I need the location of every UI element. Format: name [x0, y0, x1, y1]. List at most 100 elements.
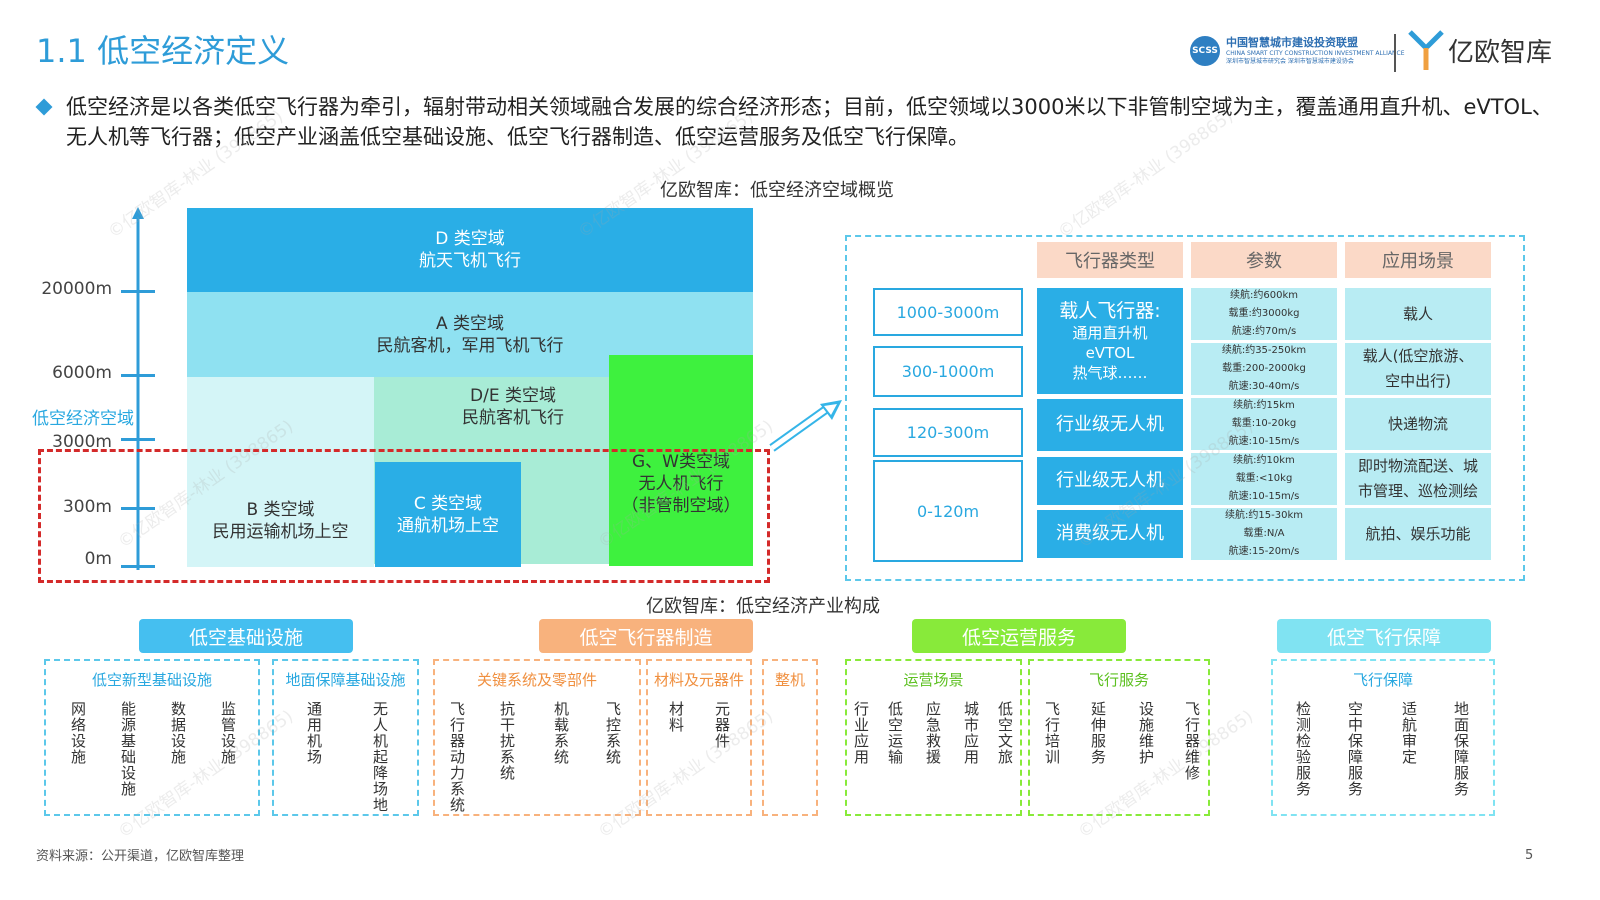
param-speed: 航速:30-40m/s — [1228, 381, 1300, 392]
yiou-logo: 亿欧智库 — [1408, 28, 1552, 72]
logo-divider — [1394, 34, 1396, 72]
param-payload: 载重:200-2000kg — [1222, 363, 1306, 374]
airspace-de-title: D/E 类空域 — [470, 386, 556, 406]
group-item: 飞行器动力系统 — [448, 701, 466, 813]
airspace-gw-title: G、W类空域 — [632, 452, 730, 472]
group-label: 运营场景 — [903, 671, 964, 689]
params-cell: 续航:约10km 载重:<10kg 航速:10-15m/s — [1191, 453, 1337, 505]
axis-tick — [121, 290, 155, 293]
aircraft-type-cell: 消费级无人机 — [1037, 510, 1183, 558]
yiou-logo-text: 亿欧智库 — [1448, 37, 1553, 68]
group-flight-services: 飞行服务 飞行培训 延伸服务 设施维护 飞行器维修 — [1028, 659, 1210, 816]
crewed-aircraft-cell: 载人飞行器: 通用直升机 eVTOL 热气球…… — [1037, 288, 1183, 394]
group-item: 飞控系统 — [604, 701, 622, 765]
scss-logo-en: CHINA SMART CITY CONSTRUCTION INVESTMENT… — [1226, 50, 1405, 57]
airspace-a: A 类空域 民航客机，军用飞机飞行 — [187, 292, 753, 377]
scenario-text: 即时物流配送、城 — [1357, 457, 1478, 475]
scenario-cell: 即时物流配送、城 市管理、巡检测绘 — [1345, 453, 1491, 505]
aircraft-type-cell: 行业级无人机 — [1037, 399, 1183, 451]
scenario-cell: 航拍、娱乐功能 — [1345, 508, 1491, 560]
airspace-gw-note: （非管制空域） — [621, 496, 741, 516]
source-note: 资料来源：公开渠道，亿欧智库整理 — [36, 849, 245, 864]
group-label: 关键系统及零部件 — [476, 671, 597, 689]
group-ground-infrastructure: 地面保障基础设施 通用机场 无人机起降场地 — [272, 659, 419, 816]
summary-text: 低空经济是以各类低空飞行器为牵引，辐射带动相关领域融合发展的综合经济形态；目前，… — [66, 95, 1553, 149]
axis-tick — [121, 507, 155, 510]
param-range: 续航:约10km — [1233, 455, 1295, 466]
crewed-aircraft-item: 热气球…… — [1072, 364, 1148, 382]
param-speed: 航速:10-15m/s — [1228, 436, 1300, 447]
airspace-a-title: A 类空域 — [435, 313, 505, 334]
scenario-cell: 载人 — [1345, 288, 1491, 340]
airspace-subtitle: 亿欧智库：低空经济空域概览 — [660, 180, 894, 201]
axis-tick — [121, 438, 155, 441]
axis-label-0m: 0m — [84, 549, 112, 569]
axis-tick — [121, 565, 155, 568]
param-payload: 载重:<10kg — [1235, 473, 1293, 484]
group-item: 低空运输 — [886, 701, 904, 765]
scenario-cell: 载人(低空旅游、 空中出行) — [1345, 343, 1491, 395]
param-range: 续航:约600km — [1230, 290, 1298, 301]
aircraft-type-cell: 行业级无人机 — [1037, 457, 1183, 505]
airspace-d-desc: 航天飞机飞行 — [419, 251, 521, 271]
bullet-diamond-icon — [35, 98, 53, 116]
group-item: 飞行培训 — [1043, 701, 1061, 765]
airspace-d: D 类空域 航天飞机飞行 — [187, 208, 753, 292]
scenario-cell: 快递物流 — [1345, 398, 1491, 450]
low-altitude-axis-label: 低空经济空域 — [32, 409, 134, 429]
group-item: 设施维护 — [1137, 701, 1155, 765]
group-item: 飞行器维修 — [1183, 701, 1201, 781]
category-guarantee: 低空飞行保障 — [1277, 619, 1491, 653]
airspace-b: B 类空域 民用运输机场上空 — [187, 492, 374, 550]
airspace-b-desc: 民用运输机场上空 — [212, 522, 349, 542]
altitude-band: 120-300m — [873, 408, 1023, 457]
params-cell: 续航:约35-250km 载重:200-2000kg 航速:30-40m/s — [1191, 343, 1337, 395]
airspace-b-title: B 类空域 — [246, 500, 315, 520]
param-speed: 航速:10-15m/s — [1228, 491, 1300, 502]
crewed-aircraft-item: 通用直升机 — [1072, 324, 1148, 342]
airspace-de-desc: 民航客机飞行 — [462, 408, 564, 428]
group-item: 适航审定 — [1400, 701, 1418, 765]
group-label: 材料及元器件 — [653, 671, 744, 689]
param-payload: 载重:N/A — [1243, 528, 1285, 539]
group-materials: 材料及元器件 材料 元器件 — [646, 659, 752, 816]
param-range: 续航:约15-30km — [1225, 510, 1303, 521]
altitude-band: 1000-3000m — [873, 288, 1023, 336]
param-speed: 航速:约70m/s — [1231, 326, 1297, 337]
scenario-text: 航拍、娱乐功能 — [1365, 524, 1471, 543]
params-cell: 续航:约15km 载重:10-20kg 航速:10-15m/s — [1191, 398, 1337, 450]
crewed-aircraft-item: eVTOL — [1085, 344, 1135, 362]
expand-arrow-icon — [769, 400, 842, 452]
low-altitude-highlight-box — [38, 449, 770, 583]
param-payload: 载重:约3000kg — [1228, 308, 1300, 319]
group-item: 机载系统 — [552, 701, 570, 765]
group-operation-scenarios: 运营场景 行业应用 低空运输 应急救援 城市应用 低空文旅 — [845, 659, 1022, 816]
group-item: 检测检验服务 — [1294, 701, 1312, 797]
group-item: 材料 — [667, 701, 685, 733]
axis-tick — [121, 374, 155, 377]
page-number: 5 — [1525, 848, 1534, 863]
group-complete-aircraft: 整机 — [762, 659, 818, 816]
param-range: 续航:约35-250km — [1221, 345, 1307, 356]
scss-logo: SCSS 中国智慧城市建设投资联盟 CHINA SMART CITY CONST… — [1190, 36, 1405, 66]
altitude-band: 300-1000m — [873, 346, 1023, 397]
param-payload: 载重:10-20kg — [1231, 418, 1297, 429]
axis-label-20000m: 20000m — [41, 279, 112, 299]
airspace-b-upper — [187, 377, 374, 567]
group-item: 监管设施 — [219, 701, 237, 765]
header-params: 参数 — [1191, 242, 1337, 278]
params-cell: 续航:约15-30km 载重:N/A 航速:15-20m/s — [1191, 508, 1337, 560]
scenario-text: 载人 — [1402, 304, 1433, 323]
scenario-text: 市管理、巡检测绘 — [1357, 482, 1478, 500]
scss-logo-icon: SCSS — [1190, 36, 1220, 66]
param-speed: 航速:15-20m/s — [1228, 546, 1300, 557]
airspace-gw-desc: 无人机飞行 — [638, 474, 724, 494]
scenario-text: 空中出行) — [1385, 372, 1451, 390]
airspace-c-desc: 通航机场上空 — [397, 515, 499, 536]
axis-label-3000m: 3000m — [52, 432, 112, 452]
group-label: 飞行保障 — [1352, 671, 1413, 689]
group-label: 地面保障基础设施 — [285, 671, 406, 689]
yiou-logo-icon — [1408, 30, 1444, 70]
scss-logo-sub: 深圳市智慧城市研究会 深圳市智慧城市建设协会 — [1226, 58, 1354, 65]
aircraft-panel — [845, 235, 1525, 581]
